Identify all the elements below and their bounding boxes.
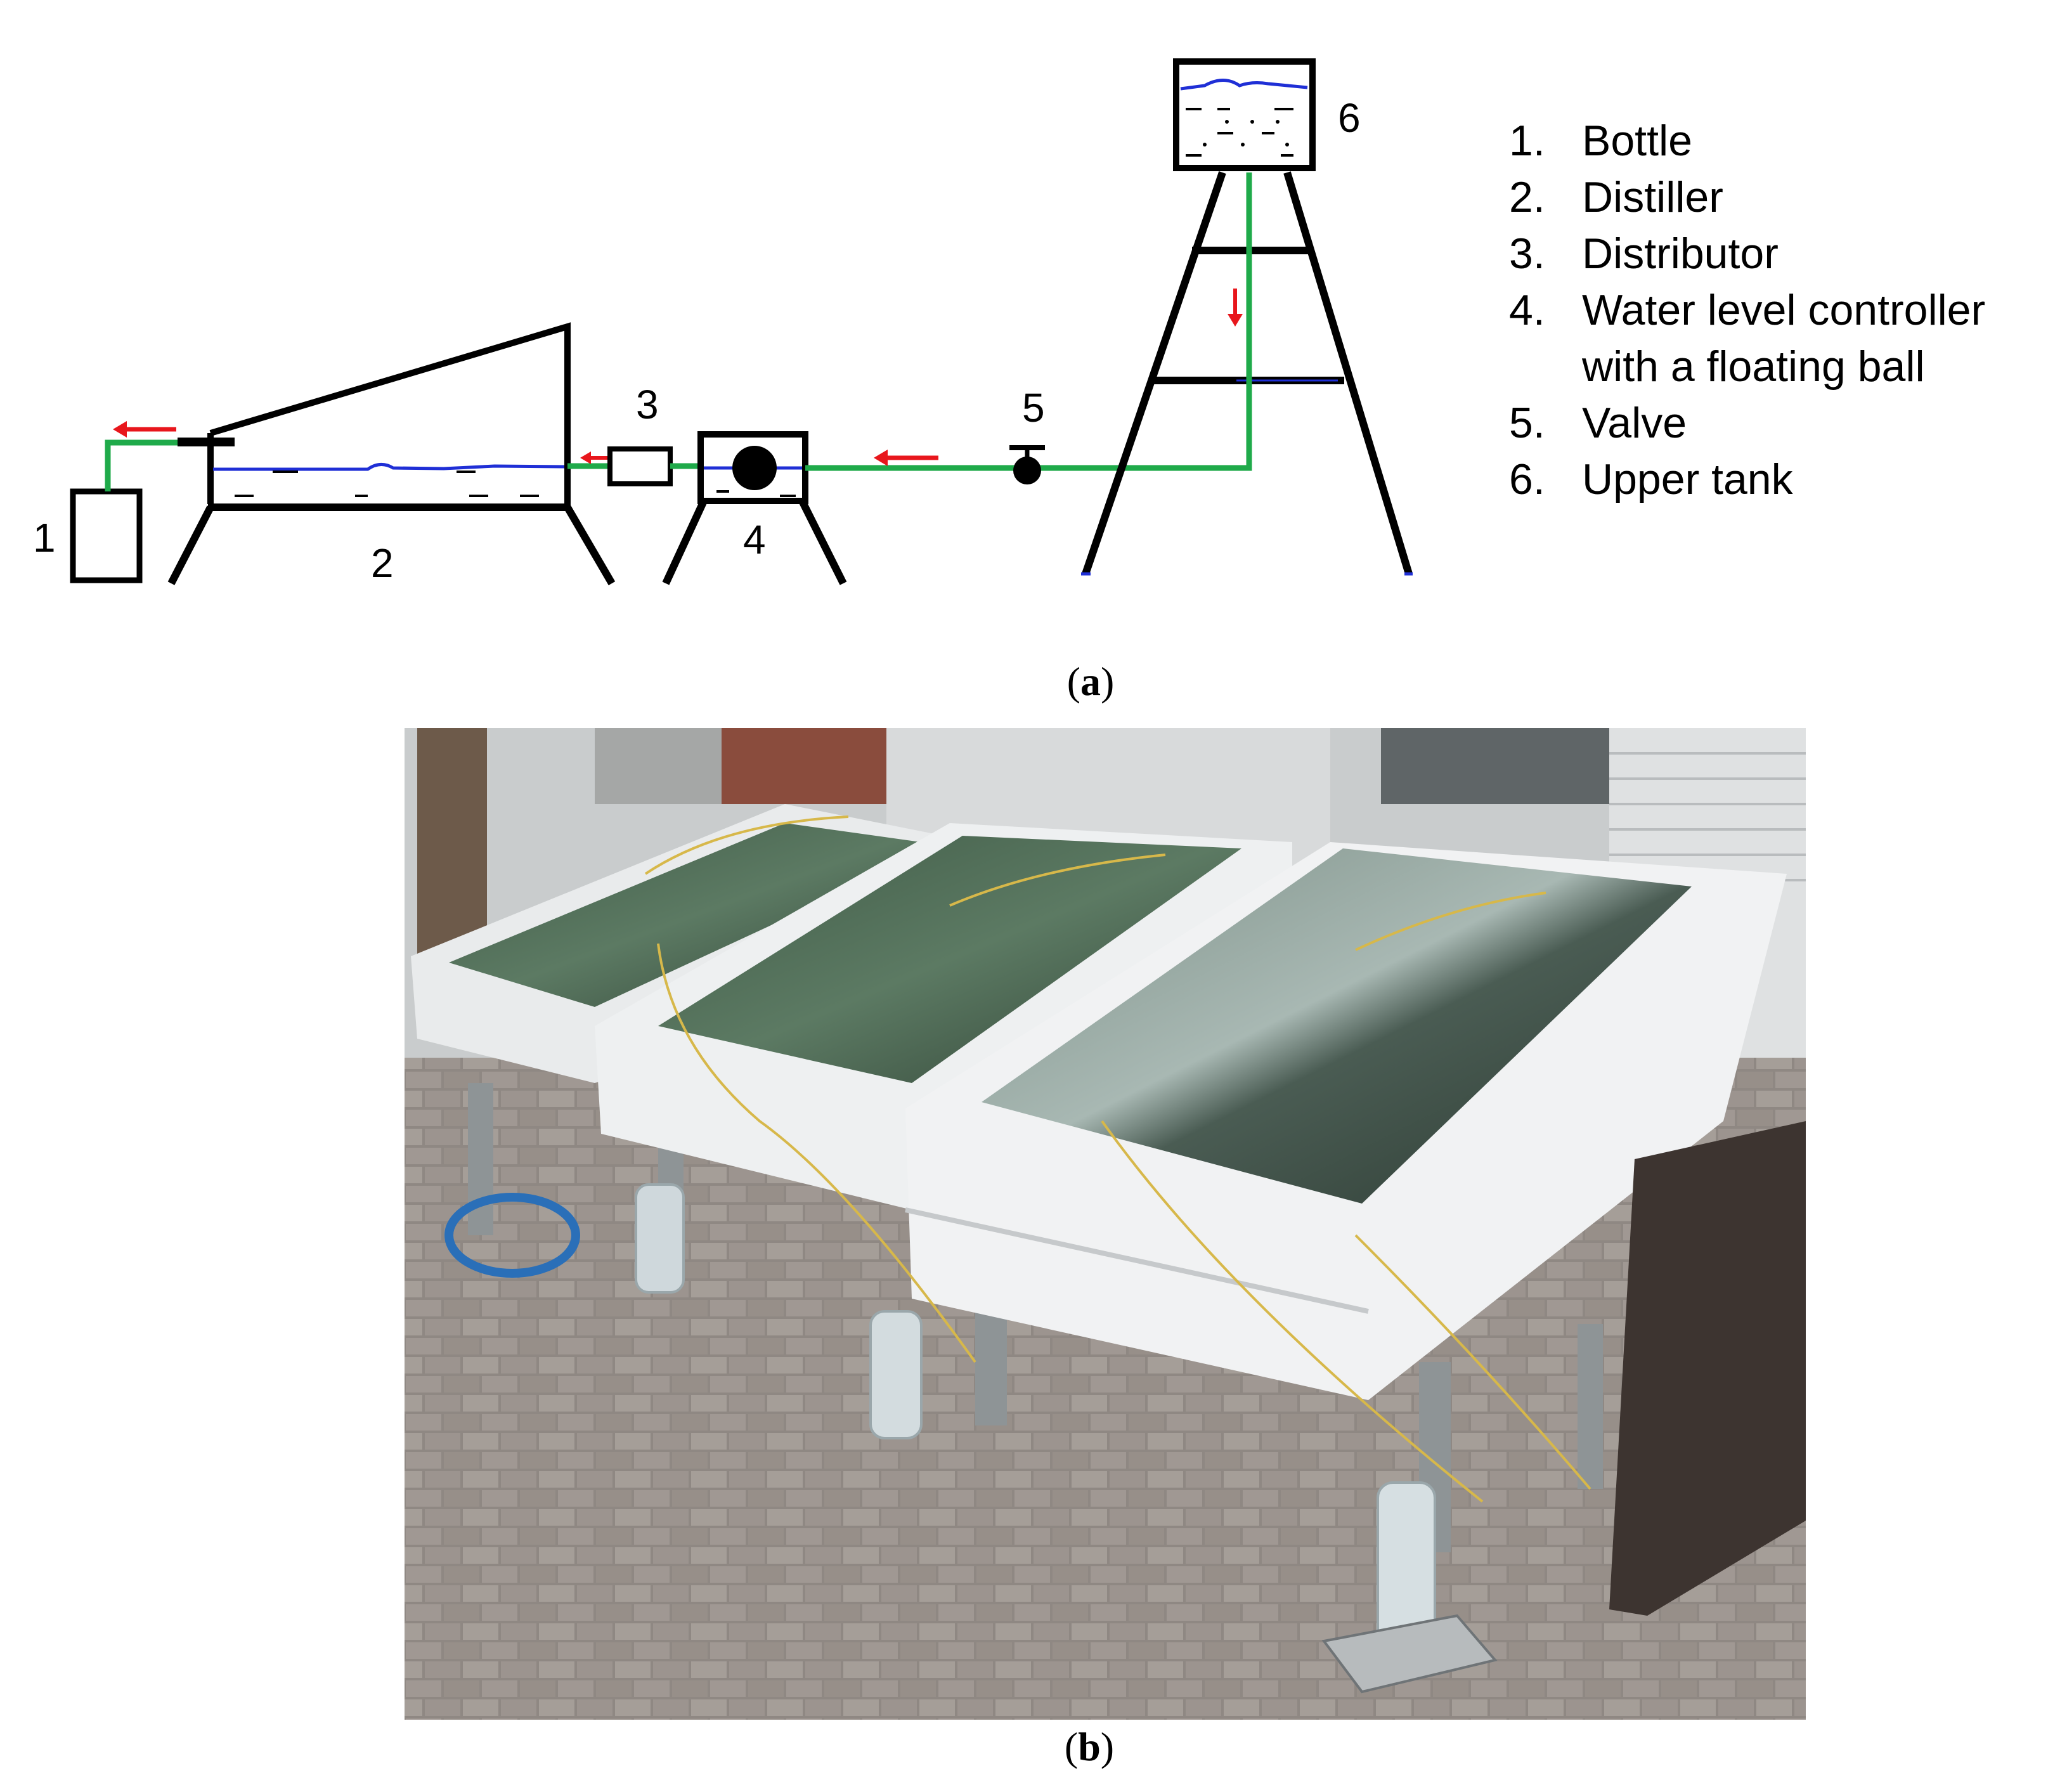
photo-side-table	[1609, 1121, 1806, 1616]
upper-tank-water-surface	[1180, 79, 1308, 91]
upper-tank-number-label: 6	[1338, 95, 1361, 141]
photo-distiller-1-glass	[449, 823, 943, 1007]
photo-collection-bottles	[635, 1183, 1436, 1649]
legend-item-text: Water level controller	[1582, 286, 1986, 334]
photo-weighing-scale	[1321, 1614, 1498, 1694]
legend-item-text: with a floating ball	[1582, 342, 1925, 391]
flow-arrow-main-head	[874, 450, 888, 466]
distiller-glass-cover	[209, 322, 571, 504]
outlet-spout	[178, 438, 235, 446]
legend-item-text: Distributor	[1582, 230, 1779, 278]
caption-b-open: (	[1064, 1724, 1079, 1769]
legend-item: 4. Water level controller	[1509, 282, 1985, 339]
upper-tank-box	[1173, 58, 1316, 171]
distiller-water-marks	[235, 471, 539, 497]
legend-item-text: Upper tank	[1582, 455, 1793, 503]
legend-item: with a floating ball	[1509, 339, 1985, 395]
legend-item: 1. Bottle	[1509, 113, 1985, 169]
upper-tank-water-dots	[1203, 120, 1289, 146]
caption-a-close: )	[1101, 659, 1115, 704]
tower-leg-left	[1082, 171, 1226, 575]
photo-distiller-3-edge	[905, 1207, 1369, 1314]
photo-distiller-3-glass	[982, 848, 1692, 1204]
distiller-leg-right	[564, 505, 616, 586]
flow-arrow-to-distiller-head	[580, 451, 591, 464]
flow-arrow-to-bottle-head	[113, 421, 127, 438]
photo-distiller-2-glass	[658, 836, 1241, 1083]
legend-item-text: Valve	[1582, 399, 1687, 447]
caption-b-close: )	[1100, 1724, 1115, 1769]
legend-item: 6. Upper tank	[1509, 451, 1985, 508]
valve-number-label: 5	[1022, 385, 1045, 431]
upper-tank-water-marks	[1186, 108, 1293, 157]
caption-a: (a)	[1027, 658, 1154, 705]
level-controller-leg-right	[798, 499, 847, 585]
caption-b-letter: b	[1078, 1724, 1101, 1769]
floating-ball	[732, 446, 777, 490]
photo-background-brown-panel	[722, 728, 886, 804]
legend-item-number: 3.	[1509, 230, 1545, 278]
bottle-shape	[70, 488, 143, 583]
diagram-legend: 1. Bottle 2. Distiller 3. Distributor 4. Water …	[1509, 113, 1985, 508]
legend-item-number: 2.	[1509, 173, 1545, 221]
photo-background-grey-cabinet	[1381, 728, 1609, 804]
legend-item: 2. Distiller	[1509, 169, 1985, 226]
distiller-water-surface	[213, 463, 565, 471]
photo-background-tree-trunk	[417, 728, 487, 969]
photo-blue-hose	[444, 1193, 580, 1278]
legend-item: 3. Distributor	[1509, 226, 1985, 282]
photo-background-bin	[595, 728, 722, 804]
distiller-leg-left	[167, 505, 214, 585]
caption-a-letter: a	[1080, 659, 1101, 704]
legend-item-number: 5.	[1509, 399, 1545, 447]
solar-distillers-photo	[405, 728, 1806, 1720]
bottle-number-label: 1	[33, 515, 56, 561]
legend-item: 5. Valve	[1509, 395, 1985, 451]
legend-item-text: Bottle	[1582, 117, 1692, 165]
distributor-number-label: 3	[636, 382, 659, 427]
caption-a-open: (	[1066, 659, 1080, 704]
legend-item-number: 6.	[1509, 455, 1545, 503]
tower-leg-right	[1283, 171, 1413, 575]
level-controller-water-marks	[716, 490, 796, 497]
level-controller-number-label: 4	[743, 517, 766, 562]
schematic-diagram: 1 2 3 4 5	[33, 58, 1413, 586]
outlet-pipe	[105, 439, 193, 491]
caption-b: (b)	[1026, 1724, 1153, 1770]
photo-sensor-wires	[644, 815, 1591, 1503]
level-controller-leg-left	[662, 499, 708, 585]
legend-item-number	[1509, 339, 1582, 395]
distiller-number-label: 2	[371, 540, 394, 586]
legend-item-number: 4.	[1509, 286, 1545, 334]
legend-item-text: Distiller	[1582, 173, 1723, 221]
distributor-box	[607, 446, 673, 486]
valve-body	[1013, 457, 1041, 484]
legend-item-number: 1.	[1509, 117, 1545, 165]
flow-arrow-down-head	[1228, 314, 1243, 327]
